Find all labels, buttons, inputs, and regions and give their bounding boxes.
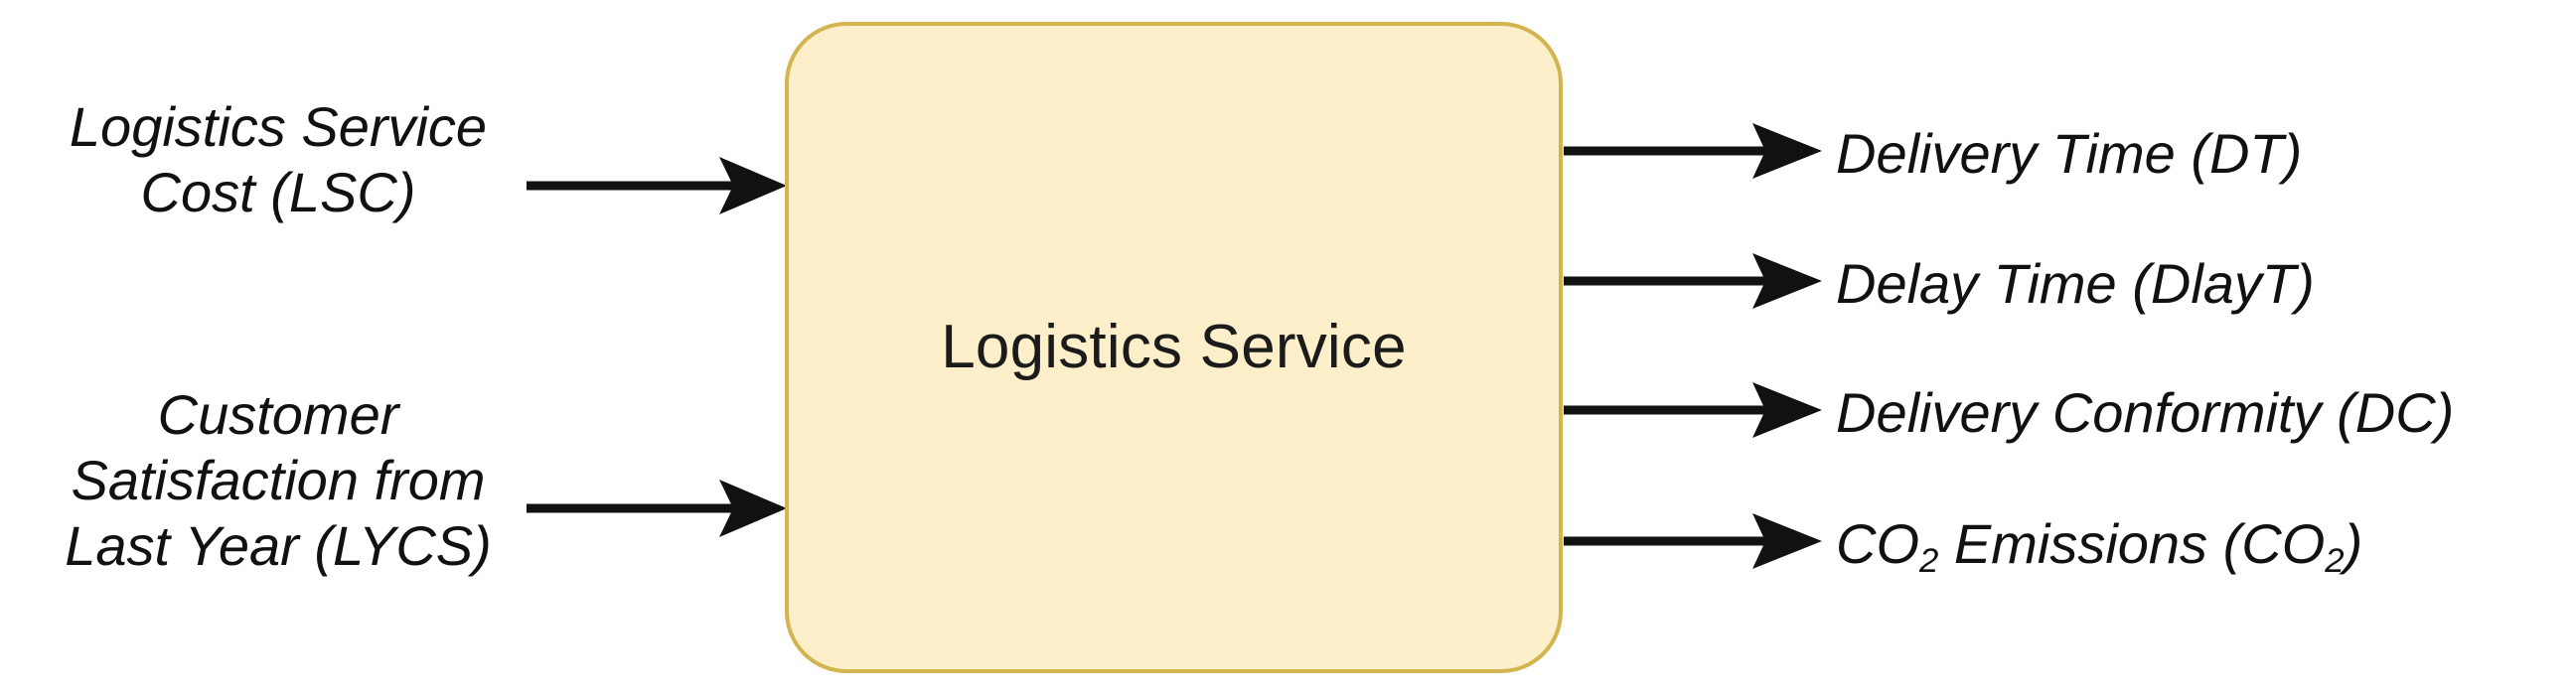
output-arrow-co2 [1562,509,1826,573]
output-arrow-dc [1562,378,1826,442]
input-arrow-lycs [525,474,791,543]
output-label-co2-sub2: 2 [2325,542,2345,581]
output-label-co2-sub1: 2 [1919,542,1939,581]
output-label-co2-part3: ) [2344,512,2363,575]
output-label-co2-part2: Emissions (CO [1938,512,2326,575]
output-label-dc: Delivery Conformity (DC) [1836,381,2455,444]
output-label-dlayt: Delay Time (DlayT) [1836,252,2315,315]
input-label-lsc: Logistics Service Cost (LSC) [69,95,488,224]
input-arrow-lsc [525,151,791,220]
input-label-lycs: Customer Satisfaction from Last Year (LY… [65,383,492,578]
output-arrow-dt [1562,119,1826,183]
output-label-dt: Delivery Time (DT) [1836,122,2303,185]
process-box[interactable]: Logistics Service [785,22,1563,673]
output-label-co2-part1: CO [1836,512,1919,575]
process-box-label: Logistics Service [941,312,1407,381]
output-arrow-dlayt [1562,249,1826,313]
output-label-co2: CO2 Emissions (CO2) [1836,511,2363,581]
